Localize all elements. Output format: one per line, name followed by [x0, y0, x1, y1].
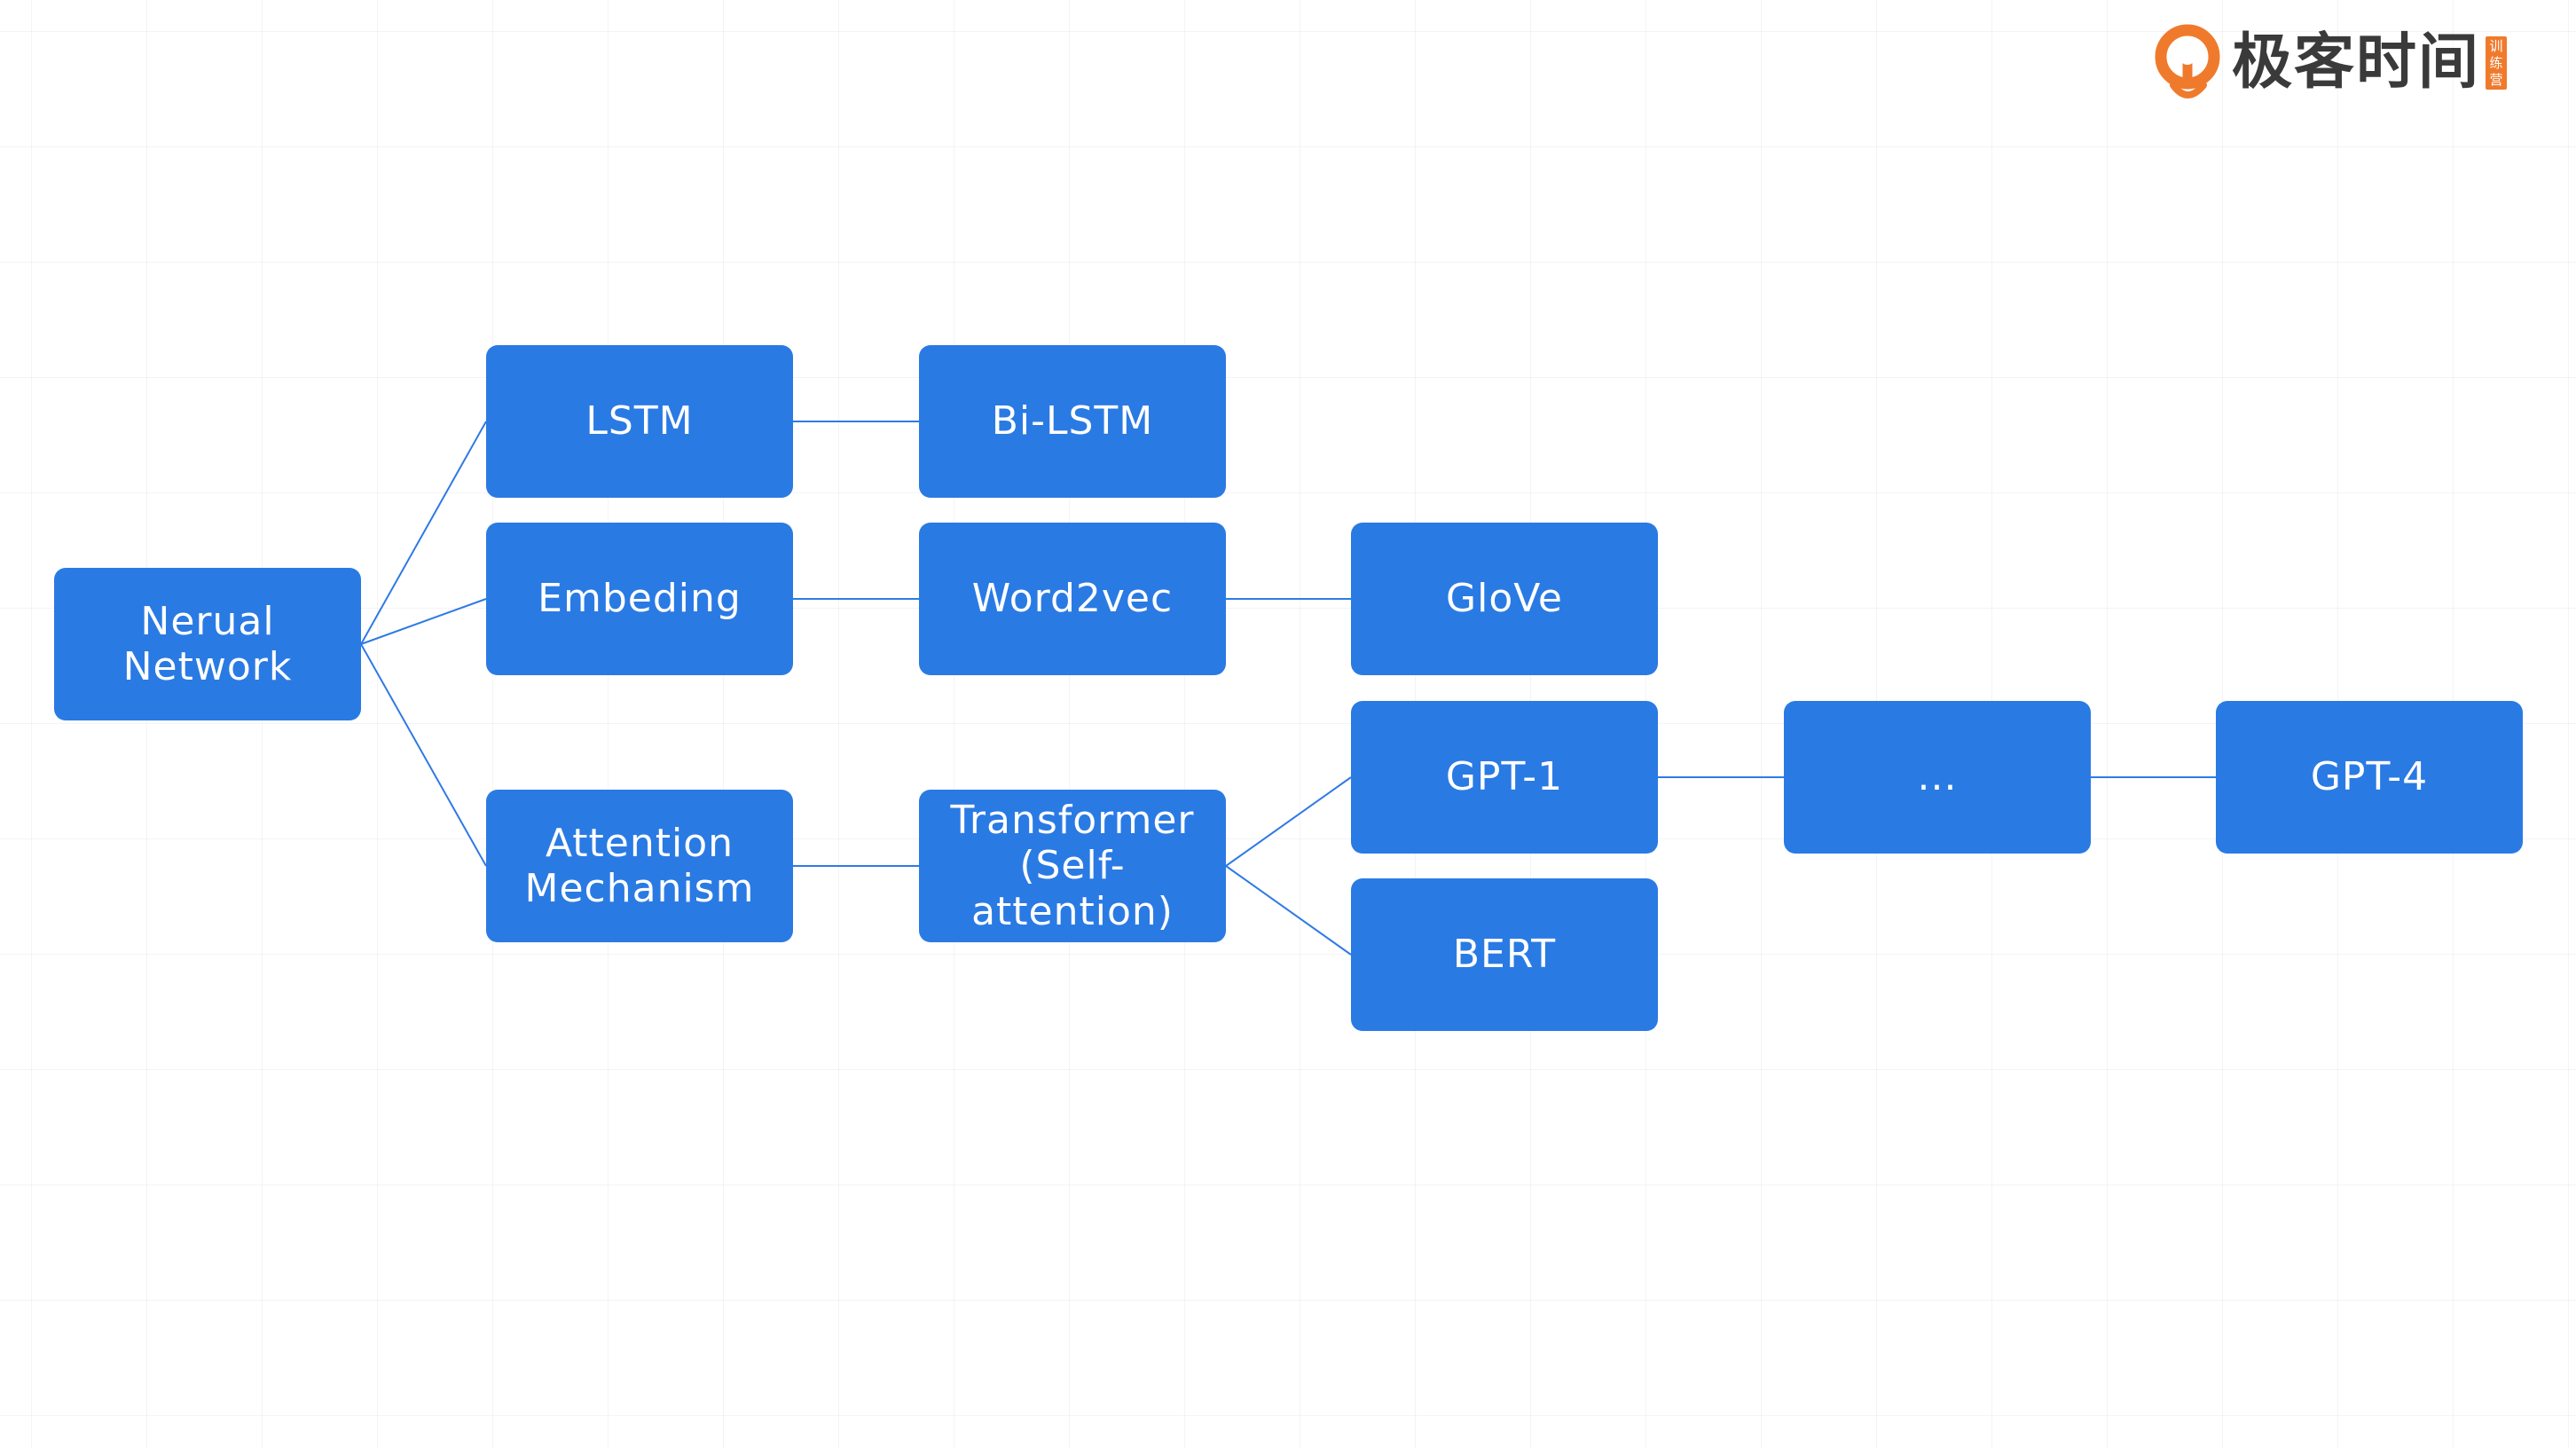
node-attention-mechanism-label: Attention Mechanism [524, 820, 755, 911]
node-ellipsis: ... [1784, 701, 2091, 854]
edge-transformer-bert [1225, 865, 1352, 956]
node-lstm-label: LSTM [585, 398, 694, 445]
node-bert-label: BERT [1452, 932, 1557, 978]
node-gpt-1: GPT-1 [1351, 701, 1658, 854]
node-bi-lstm-label: Bi-LSTM [991, 398, 1154, 445]
node-transformer: Transformer (Self-attention) [919, 790, 1226, 942]
node-glove-label: GloVe [1446, 576, 1563, 622]
edge-neural-network-lstm [360, 421, 487, 645]
brand-name: 极客时间 [2232, 28, 2481, 98]
node-word2vec-label: Word2vec [971, 576, 1174, 622]
node-bert: BERT [1351, 878, 1658, 1031]
node-attention-mechanism: Attention Mechanism [486, 790, 793, 942]
node-word2vec: Word2vec [919, 523, 1226, 675]
node-gpt-1-label: GPT-1 [1445, 754, 1564, 800]
brand-logo: 极客时间 训练营 [2154, 23, 2508, 103]
node-embeding: Embeding [486, 523, 793, 675]
node-neural-network-label: Nerual Network [122, 598, 293, 689]
node-embeding-label: Embeding [538, 576, 742, 622]
edge-transformer-gpt1 [1225, 776, 1352, 867]
node-bi-lstm: Bi-LSTM [919, 345, 1226, 498]
node-transformer-label: Transformer (Self-attention) [950, 797, 1195, 934]
node-gpt-4-label: GPT-4 [2310, 754, 2429, 800]
brand-tag: 训练营 [2486, 36, 2508, 90]
node-lstm: LSTM [486, 345, 793, 498]
node-gpt-4: GPT-4 [2216, 701, 2523, 854]
edge-neural-network-attention [360, 643, 487, 867]
edge-neural-network-embeding [360, 598, 487, 645]
node-ellipsis-label: ... [1917, 754, 1958, 800]
node-neural-network: Nerual Network [54, 568, 361, 720]
brand-logo-icon [2155, 24, 2220, 98]
node-glove: GloVe [1351, 523, 1658, 675]
